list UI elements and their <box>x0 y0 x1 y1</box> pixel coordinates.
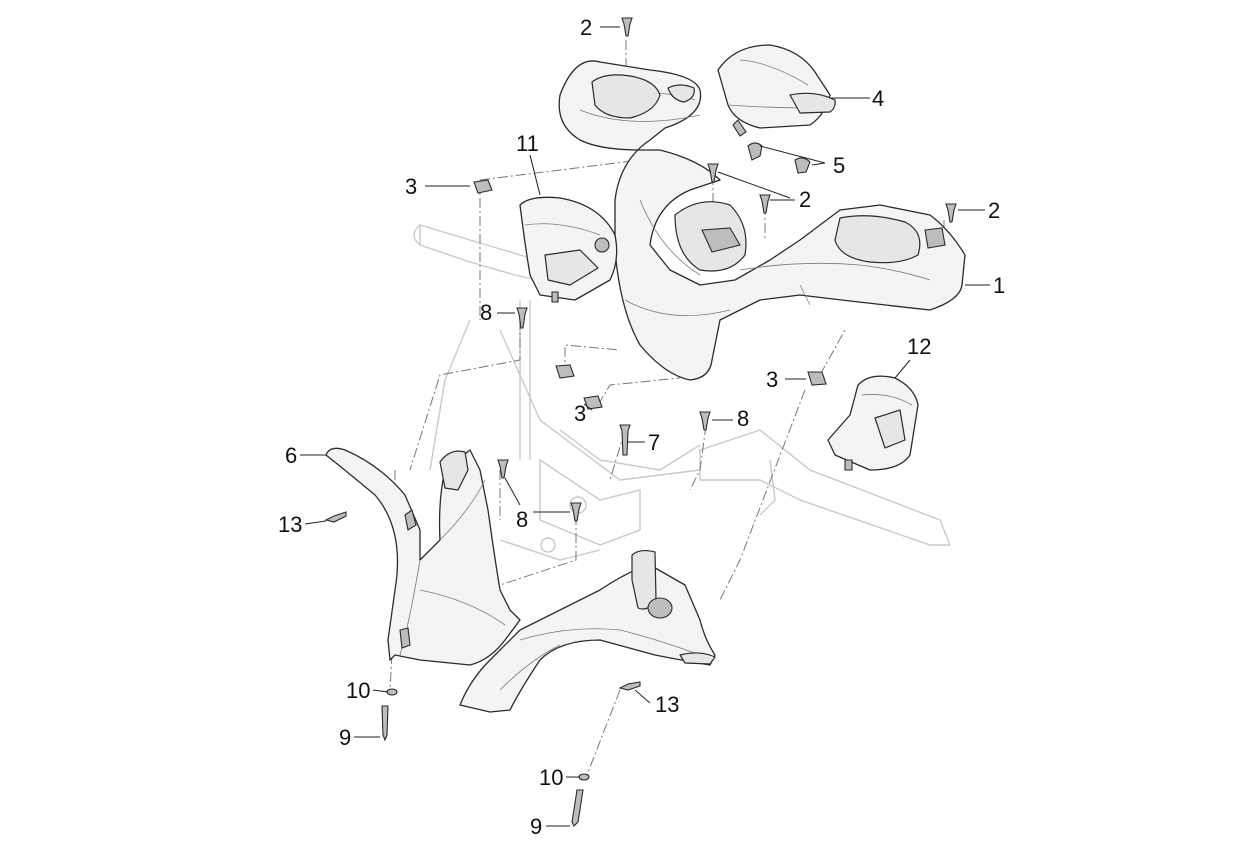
leader-lines <box>300 26 990 827</box>
callout-part-13: 13 <box>278 512 303 537</box>
callout-part-8: 8 <box>737 406 750 431</box>
clip-nut-parts <box>473 179 827 410</box>
callout-part-6: 6 <box>285 443 298 468</box>
callout-part-2: 2 <box>799 187 812 212</box>
callout-part-10: 10 <box>539 765 564 790</box>
callout-part-10: 10 <box>346 678 371 703</box>
callout-part-12: 12 <box>907 334 932 359</box>
left-switch-housing <box>519 196 618 303</box>
callout-part-4: 4 <box>872 86 885 111</box>
clip-parts <box>747 142 811 174</box>
assembly-lines <box>389 40 945 781</box>
upper-handlebar-cover <box>558 60 966 381</box>
callout-part-5: 5 <box>833 153 846 178</box>
callout-part-8: 8 <box>516 507 529 532</box>
handlebar-frame-ghost <box>413 224 952 561</box>
front-shield-cover <box>325 447 521 666</box>
callout-part-13: 13 <box>655 692 680 717</box>
right-switch-housing <box>827 375 919 471</box>
callout-part-7: 7 <box>648 430 661 455</box>
callout-part-2: 2 <box>580 15 593 40</box>
top-cover-part <box>717 44 836 137</box>
callout-part-3: 3 <box>405 174 418 199</box>
callout-part-9: 9 <box>530 814 543 839</box>
screw-parts <box>324 17 957 827</box>
callout-part-8: 8 <box>480 300 493 325</box>
callout-part-1: 1 <box>993 273 1006 298</box>
callout-part-9: 9 <box>339 725 352 750</box>
callout-part-11: 11 <box>516 131 539 156</box>
callout-part-2: 2 <box>988 198 1001 223</box>
callout-part-3: 3 <box>574 401 587 426</box>
lower-leg-shield-cover <box>459 549 716 713</box>
callout-part-3: 3 <box>766 367 779 392</box>
